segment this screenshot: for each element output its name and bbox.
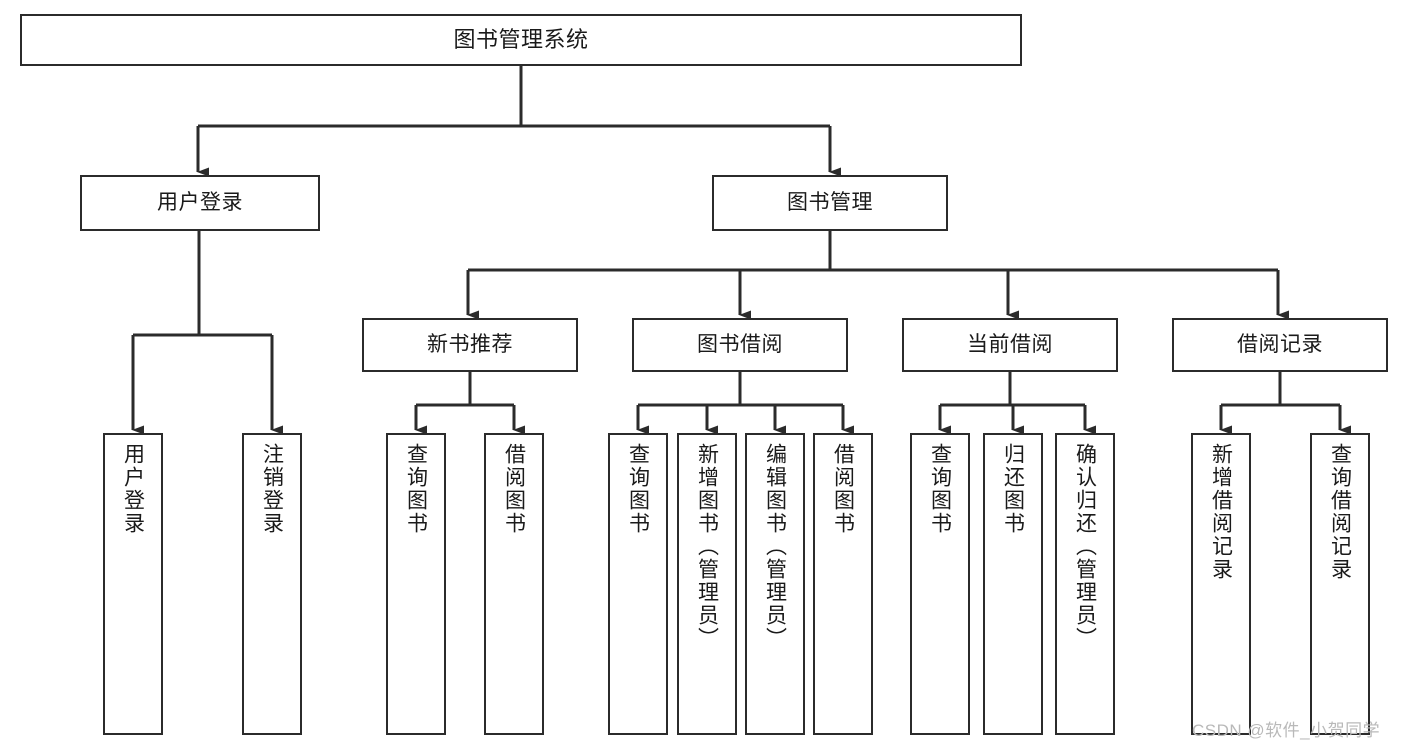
node-book-borrow[interactable]: 图书借阅: [632, 318, 848, 372]
node-leaf-logout-login-label: 注销登录: [260, 443, 284, 535]
node-leaf-add-book[interactable]: 新增图书（管理员）: [677, 433, 737, 735]
node-leaf-borrow-book-1[interactable]: 借阅图书: [484, 433, 544, 735]
node-book-borrow-label: 图书借阅: [697, 332, 783, 356]
node-leaf-edit-book-label: 编辑图书（管理员）: [763, 443, 787, 650]
node-leaf-add-borrow-record-label: 新增借阅记录: [1209, 443, 1233, 581]
node-new-book-recommend[interactable]: 新书推荐: [362, 318, 578, 372]
node-user-login[interactable]: 用户登录: [80, 175, 320, 231]
node-leaf-add-book-label: 新增图书（管理员）: [695, 443, 719, 650]
node-current-borrow[interactable]: 当前借阅: [902, 318, 1118, 372]
node-leaf-borrow-book-2-label: 借阅图书: [831, 443, 855, 535]
node-root[interactable]: 图书管理系统: [20, 14, 1022, 66]
node-leaf-borrow-book-1-label: 借阅图书: [502, 443, 526, 535]
node-leaf-return-book[interactable]: 归还图书: [983, 433, 1043, 735]
node-leaf-query-book-3-label: 查询图书: [928, 443, 952, 535]
node-new-book-recommend-label: 新书推荐: [427, 332, 513, 356]
node-borrow-record-label: 借阅记录: [1237, 332, 1323, 356]
node-leaf-query-book-2-label: 查询图书: [626, 443, 650, 535]
node-current-borrow-label: 当前借阅: [967, 332, 1053, 356]
node-leaf-query-book-1[interactable]: 查询图书: [386, 433, 446, 735]
node-leaf-confirm-return[interactable]: 确认归还（管理员）: [1055, 433, 1115, 735]
node-book-manage-label: 图书管理: [787, 190, 873, 214]
node-user-login-label: 用户登录: [157, 190, 243, 214]
node-root-label: 图书管理系统: [453, 27, 589, 53]
node-leaf-query-book-1-label: 查询图书: [404, 443, 428, 535]
node-leaf-query-book-3[interactable]: 查询图书: [910, 433, 970, 735]
node-leaf-edit-book[interactable]: 编辑图书（管理员）: [745, 433, 805, 735]
node-leaf-user-login-label: 用户登录: [121, 443, 145, 535]
node-leaf-return-book-label: 归还图书: [1001, 443, 1025, 535]
node-leaf-query-book-2[interactable]: 查询图书: [608, 433, 668, 735]
node-leaf-confirm-return-label: 确认归还（管理员）: [1073, 443, 1097, 650]
node-borrow-record[interactable]: 借阅记录: [1172, 318, 1388, 372]
csdn-watermark: CSDN @软件_小贺同学: [1192, 721, 1381, 740]
node-leaf-borrow-book-2[interactable]: 借阅图书: [813, 433, 873, 735]
node-leaf-user-login[interactable]: 用户登录: [103, 433, 163, 735]
node-leaf-query-borrow-record-label: 查询借阅记录: [1328, 443, 1352, 581]
node-leaf-add-borrow-record[interactable]: 新增借阅记录: [1191, 433, 1251, 735]
node-leaf-query-borrow-record[interactable]: 查询借阅记录: [1310, 433, 1370, 735]
node-book-manage[interactable]: 图书管理: [712, 175, 948, 231]
node-leaf-logout-login[interactable]: 注销登录: [242, 433, 302, 735]
